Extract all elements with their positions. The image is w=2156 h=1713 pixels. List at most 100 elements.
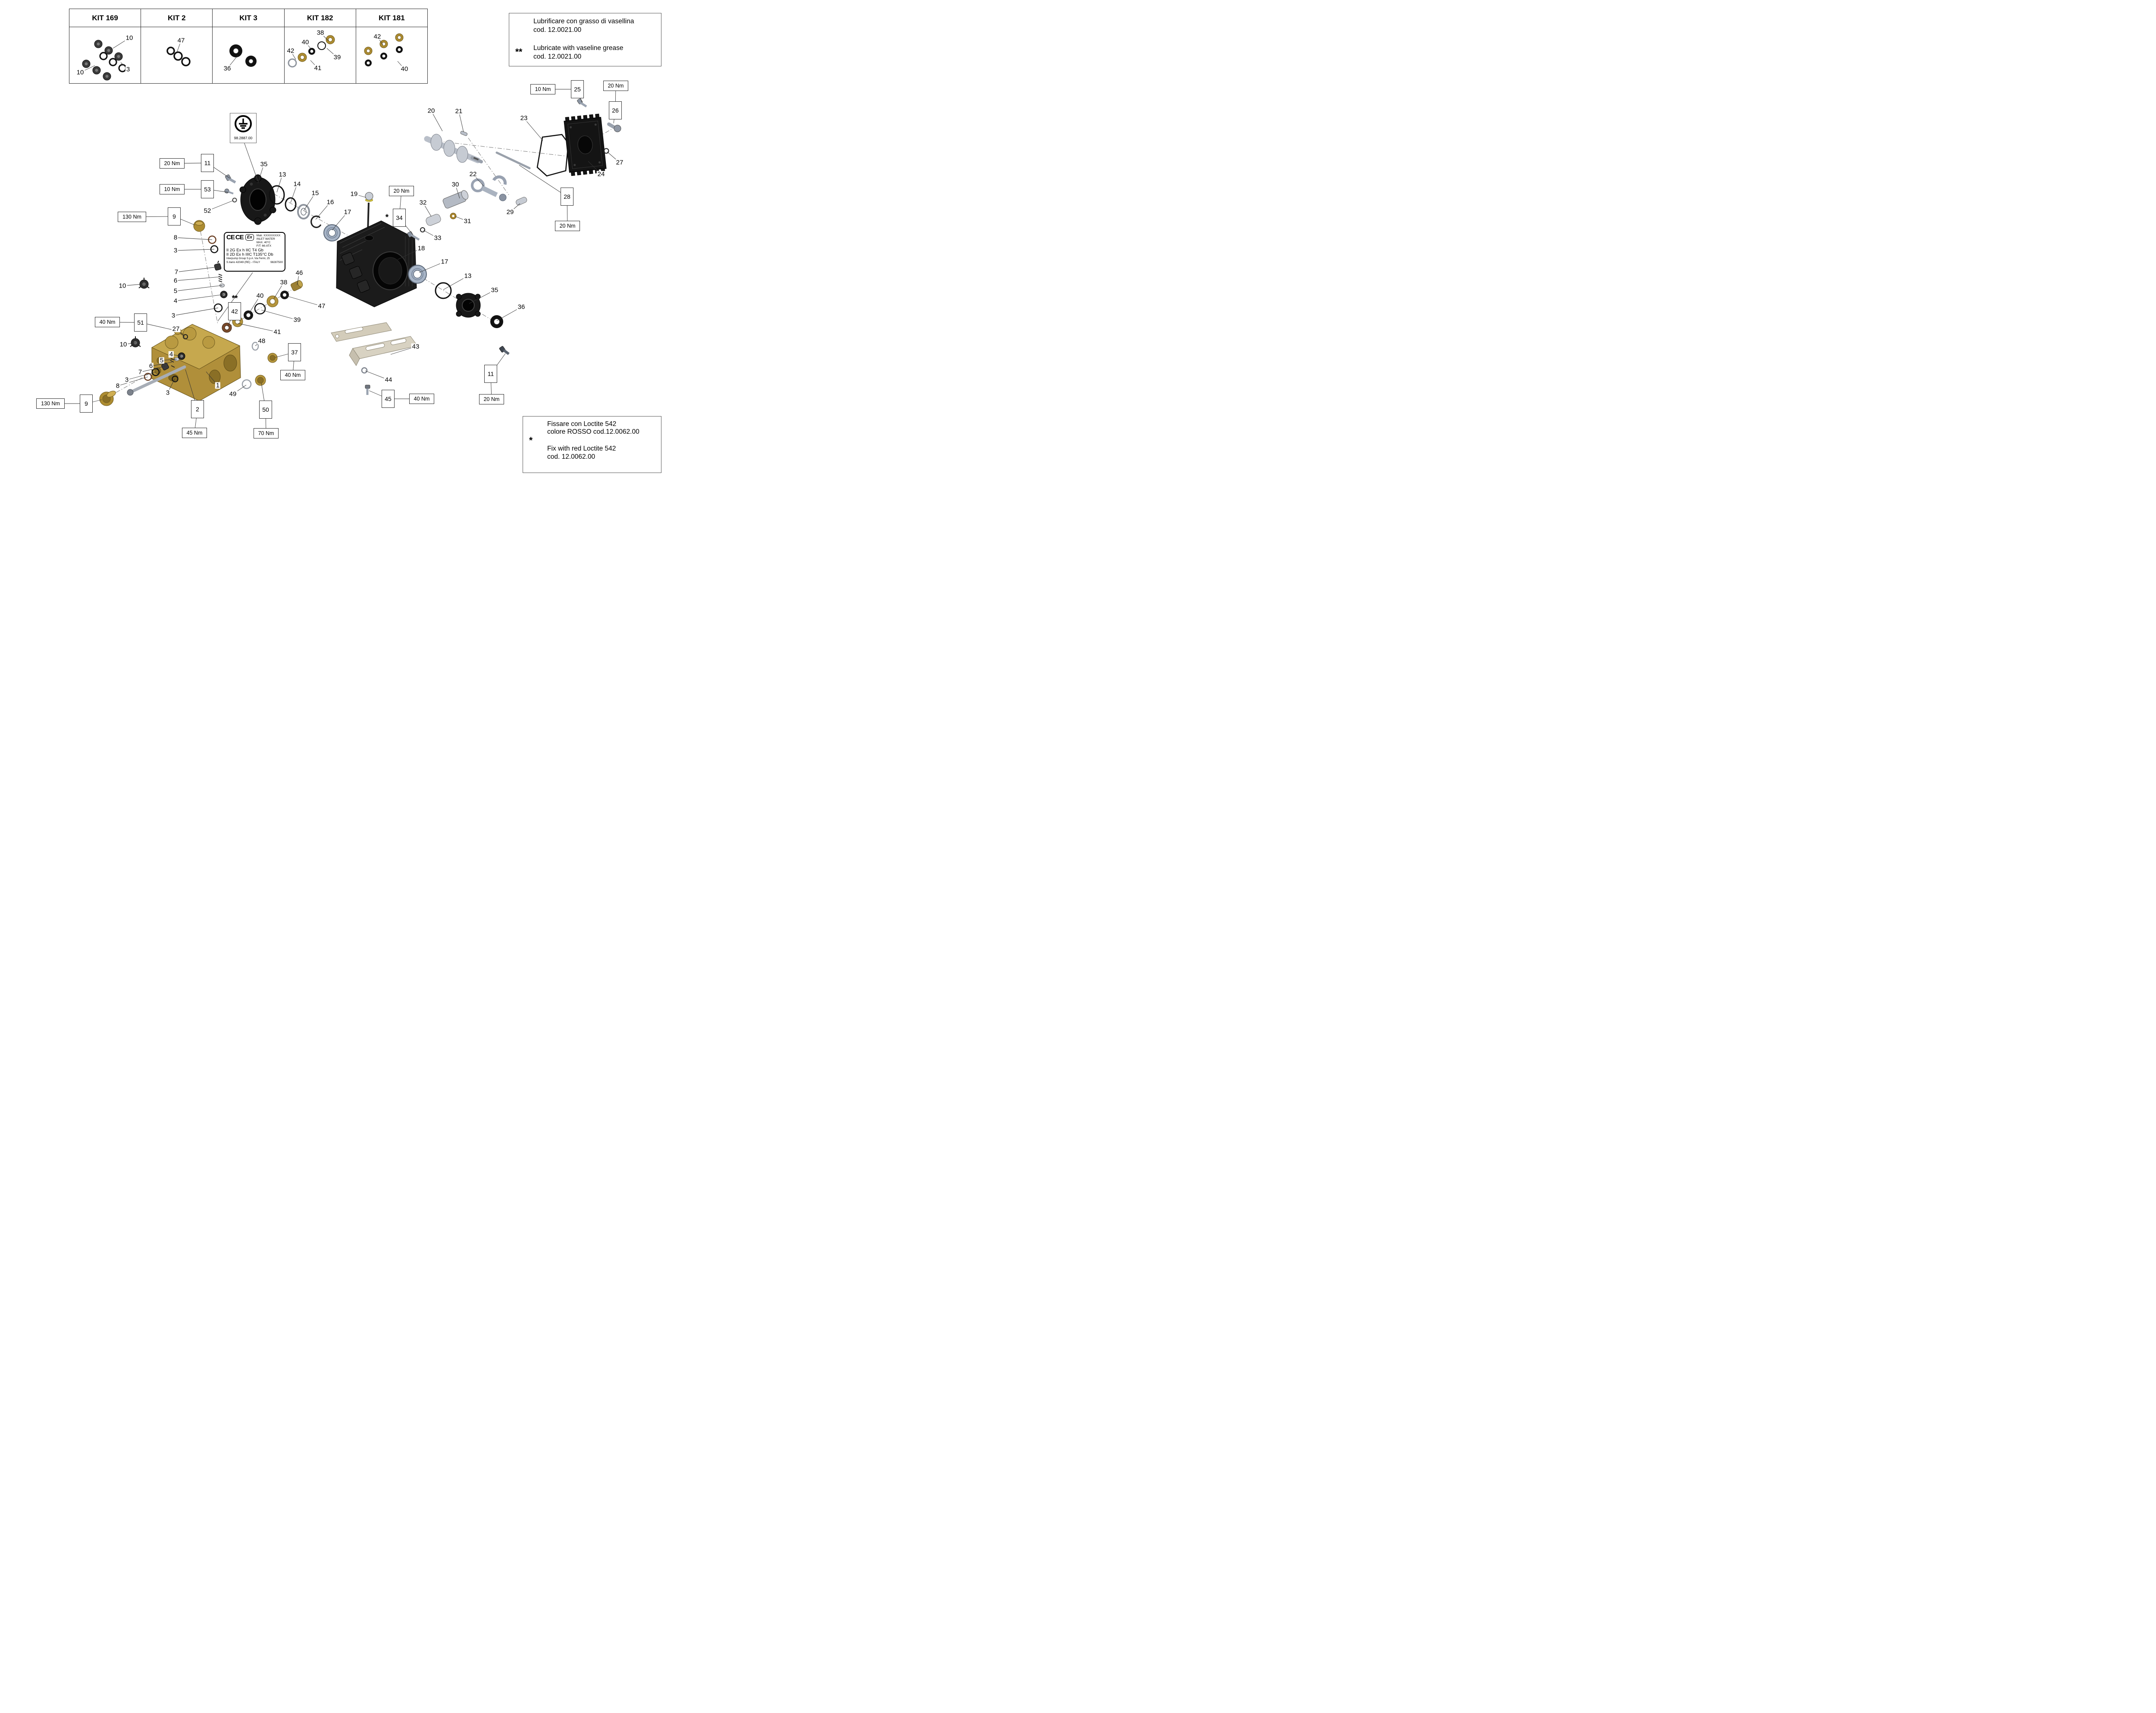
part-label-40: 40 bbox=[255, 292, 265, 300]
note-lubricate: ** Lubrificare con grasso di vasellina c… bbox=[509, 13, 661, 66]
washer-31 bbox=[450, 213, 457, 219]
atex-inlet: INLET WATER bbox=[256, 238, 275, 241]
oring-3-lower bbox=[151, 368, 160, 376]
part-label-24: 24 bbox=[596, 170, 606, 178]
part-label-1: 1 bbox=[215, 382, 221, 389]
part-box-9: 9 bbox=[80, 395, 93, 413]
seat-4-lower bbox=[178, 352, 185, 360]
part-box-34: 34 bbox=[393, 209, 406, 227]
atex-serial: Matr. XXXXXXXXX bbox=[256, 234, 281, 237]
leader-line bbox=[175, 249, 215, 251]
ceramic-sleeve-32 bbox=[426, 214, 441, 226]
part-label-52: 52 bbox=[203, 207, 212, 215]
part-label-38: 38 bbox=[279, 279, 288, 286]
oring-14 bbox=[285, 197, 297, 212]
part-label-48: 48 bbox=[257, 337, 266, 345]
bushing-46 bbox=[291, 280, 303, 291]
bearing-17-right bbox=[408, 265, 427, 284]
atex-rating-plate: CE CE Ex Matr. XXXXXXXXX INLET WATER MAX… bbox=[224, 232, 285, 272]
key-21 bbox=[460, 131, 468, 136]
valve-10-lower bbox=[130, 336, 141, 348]
kit-column-kit-182: KIT 182 bbox=[284, 9, 356, 83]
kit-part-label-41: 41 bbox=[313, 64, 323, 72]
part-label-4: 4 bbox=[168, 351, 174, 358]
part-label-17: 17 bbox=[343, 208, 352, 216]
note-lubricate-line4: cod. 12.0021.00 bbox=[533, 53, 582, 60]
part-label-35: 35 bbox=[490, 286, 499, 294]
leader-line bbox=[175, 294, 224, 301]
washer-15 bbox=[297, 204, 310, 219]
ce-mark-icon: CE bbox=[235, 234, 244, 241]
note-lubricate-line1: Lubrificare con grasso di vasellina bbox=[533, 18, 634, 25]
kit-part-label-10: 10 bbox=[75, 69, 85, 76]
kit-part-label-38: 38 bbox=[316, 29, 325, 37]
oring-3-upper bbox=[210, 245, 219, 254]
bearing-flange-35-right bbox=[456, 293, 481, 318]
torque-label-70nm-for-50: 70 Nm bbox=[254, 428, 279, 438]
kit-part-label-42: 42 bbox=[286, 47, 295, 55]
oring-13-left bbox=[269, 185, 285, 205]
part-box-11: 11 bbox=[201, 154, 214, 172]
atex-ft: F/T: 66-ATX bbox=[256, 244, 272, 248]
note-loctite-line3: Fix with red Loctite 542 bbox=[547, 445, 616, 452]
part-label-32: 32 bbox=[418, 199, 428, 207]
leader-line bbox=[175, 276, 221, 281]
torque-label-40nm-for-51: 40 Nm bbox=[95, 317, 120, 327]
part-label-41: 41 bbox=[273, 328, 282, 336]
kit-part-label-39: 39 bbox=[332, 53, 342, 61]
part-label-6: 6 bbox=[148, 362, 154, 370]
part-label-23: 23 bbox=[519, 114, 529, 122]
leader-line bbox=[175, 285, 222, 291]
part-label-8: 8 bbox=[172, 234, 179, 241]
screw-45 bbox=[365, 385, 370, 395]
stud-2 bbox=[127, 365, 186, 396]
leader-line bbox=[117, 376, 148, 386]
note-loctite-marker: * bbox=[529, 435, 533, 445]
washer-44 bbox=[361, 367, 368, 374]
plunger-30 bbox=[442, 190, 469, 209]
part-label-14: 14 bbox=[292, 180, 302, 188]
bracket-43-lower bbox=[349, 336, 418, 366]
kit-title: KIT 2 bbox=[141, 9, 213, 27]
part-label-36: 36 bbox=[517, 303, 526, 311]
torque-label-130nm-for-9: 130 Nm bbox=[118, 212, 146, 222]
screw-53 bbox=[224, 188, 234, 194]
torque-label-20nm-for-11: 20 Nm bbox=[160, 158, 185, 169]
torque-label-130nm-for-9: 130 Nm bbox=[36, 398, 65, 409]
snap-ring-16 bbox=[310, 215, 322, 228]
seat-4-upper bbox=[220, 291, 228, 298]
part-label-6: 6 bbox=[172, 277, 179, 285]
washer-52 bbox=[232, 197, 237, 203]
bearing-flange-35-left bbox=[239, 174, 276, 225]
brass-seal-38 bbox=[266, 295, 279, 307]
kit-part-label-3: 3 bbox=[125, 66, 131, 73]
leader-line bbox=[238, 323, 278, 332]
oring-27-lower bbox=[183, 334, 188, 339]
note-reference-marker: * bbox=[385, 213, 389, 222]
atex-max-temp: MAX. 40°C bbox=[256, 241, 271, 244]
screw-25 bbox=[577, 98, 587, 108]
note-loctite-line4: cod. 12.0062.00 bbox=[547, 453, 595, 460]
kit-part-label-36: 36 bbox=[222, 65, 232, 72]
atex-class-1: II 2G Ex h IIC T4 Gb bbox=[226, 247, 263, 253]
note-loctite-line1: Fissare con Loctite 542 bbox=[547, 420, 617, 428]
part-box-42: 42 bbox=[228, 302, 241, 320]
stud-28 bbox=[495, 151, 531, 169]
part-label-16: 16 bbox=[326, 198, 335, 206]
kit-title: KIT 3 bbox=[213, 9, 284, 27]
washer-49 bbox=[241, 379, 252, 389]
part-label-49: 49 bbox=[228, 390, 238, 398]
seal-42 bbox=[222, 323, 232, 333]
part-label-7: 7 bbox=[137, 368, 143, 376]
connecting-rods-22 bbox=[471, 175, 507, 201]
part-label-27: 27 bbox=[615, 159, 624, 166]
bracket-43-upper bbox=[331, 322, 392, 342]
part-box-2: 2 bbox=[191, 400, 204, 418]
pin-29 bbox=[516, 197, 527, 206]
atex-ex-icon: Ex bbox=[245, 234, 254, 241]
part-label-43: 43 bbox=[411, 343, 420, 351]
kit-part-label-47: 47 bbox=[176, 37, 186, 44]
part-label-29: 29 bbox=[505, 208, 515, 216]
